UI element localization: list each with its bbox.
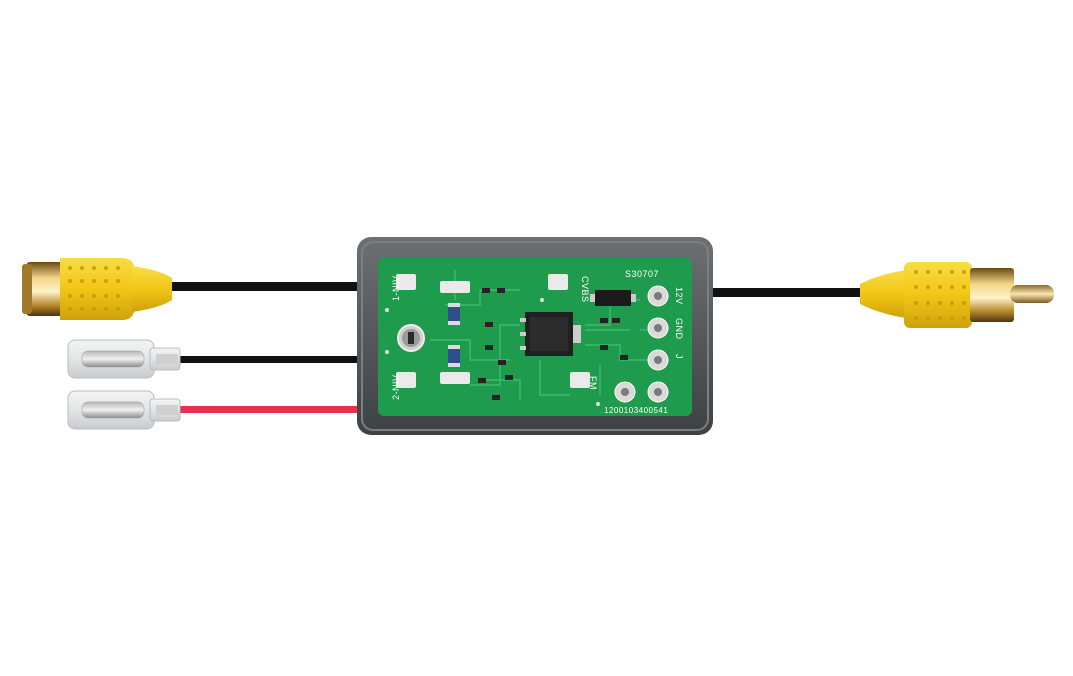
pcb-label-12v: 12V <box>674 287 684 305</box>
pcb-label-fm: FM <box>588 376 598 390</box>
capacitor <box>397 324 425 352</box>
pcb-label-serial: 1200103400541 <box>604 406 668 415</box>
spade-connector-black <box>67 339 181 379</box>
black-video-wire-left <box>170 282 362 291</box>
resistors <box>448 303 460 367</box>
rca-female-connector <box>22 258 172 320</box>
spade-connector-red <box>67 390 181 430</box>
pcb-label-cvbs: CVBS <box>580 276 590 303</box>
pcb-label-j: J <box>674 354 684 359</box>
wires <box>170 282 860 413</box>
pcb-label-vin2: 2-NIV <box>391 374 401 400</box>
ic-chip <box>520 312 581 356</box>
black-video-wire-right <box>710 288 860 297</box>
transistor <box>590 290 636 306</box>
pcb-label-part-number: S30707 <box>625 269 659 279</box>
rca-male-connector <box>860 262 1054 328</box>
pcb-label-gnd: GND <box>674 318 684 340</box>
pcb-label-vin1: 1-NIV <box>391 275 401 301</box>
red-power-wire <box>175 406 362 413</box>
converter-module: 1-NIV 2-NIV CVBS 12V GND J FM S30707 120… <box>357 237 713 435</box>
black-power-wire <box>175 356 362 363</box>
